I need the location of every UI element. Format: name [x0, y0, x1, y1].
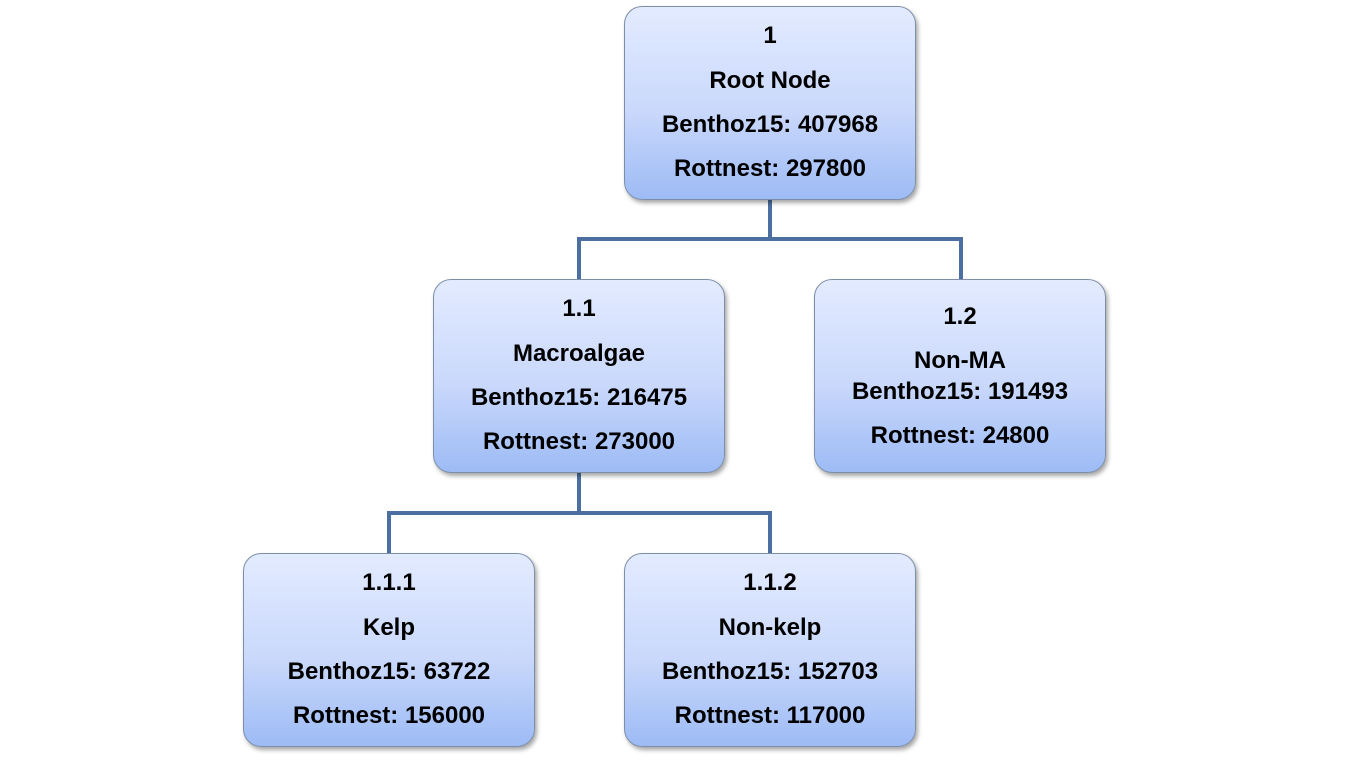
node-non-ma: 1.2 Non-MA Benthoz15: 191493 Rottnest: 2… [814, 279, 1106, 473]
node-name: Macroalgae [512, 340, 646, 367]
node-benthoz-count: Benthoz15: 63722 [287, 658, 491, 685]
node-id: 1.1 [562, 295, 596, 322]
node-rottnest-count: Rottnest: 117000 [674, 702, 866, 729]
node-id: 1.1.1 [362, 569, 416, 596]
node-name: Root Node [709, 67, 831, 94]
node-non-kelp: 1.1.2 Non-kelp Benthoz15: 152703 Rottnes… [624, 553, 916, 747]
node-benthoz-count: Benthoz15: 407968 [661, 111, 879, 138]
node-name: Non-kelp [718, 614, 822, 641]
node-benthoz-count: Benthoz15: 191493 [851, 378, 1069, 405]
node-benthoz-count: Benthoz15: 152703 [661, 658, 879, 685]
node-id: 1 [763, 22, 777, 49]
node-benthoz-count: Benthoz15: 216475 [470, 384, 688, 411]
node-root: 1 Root Node Benthoz15: 407968 Rottnest: … [624, 6, 916, 200]
node-rottnest-count: Rottnest: 24800 [870, 422, 1050, 449]
node-id: 1.1.2 [743, 569, 797, 596]
node-name: Non-MA [914, 347, 1006, 374]
node-rottnest-count: Rottnest: 273000 [482, 428, 676, 455]
node-rottnest-count: Rottnest: 297800 [673, 155, 867, 182]
node-rottnest-count: Rottnest: 156000 [292, 702, 486, 729]
node-kelp: 1.1.1 Kelp Benthoz15: 63722 Rottnest: 15… [243, 553, 535, 747]
node-macroalgae: 1.1 Macroalgae Benthoz15: 216475 Rottnes… [433, 279, 725, 473]
node-id: 1.2 [943, 303, 977, 330]
node-name: Kelp [362, 614, 415, 641]
